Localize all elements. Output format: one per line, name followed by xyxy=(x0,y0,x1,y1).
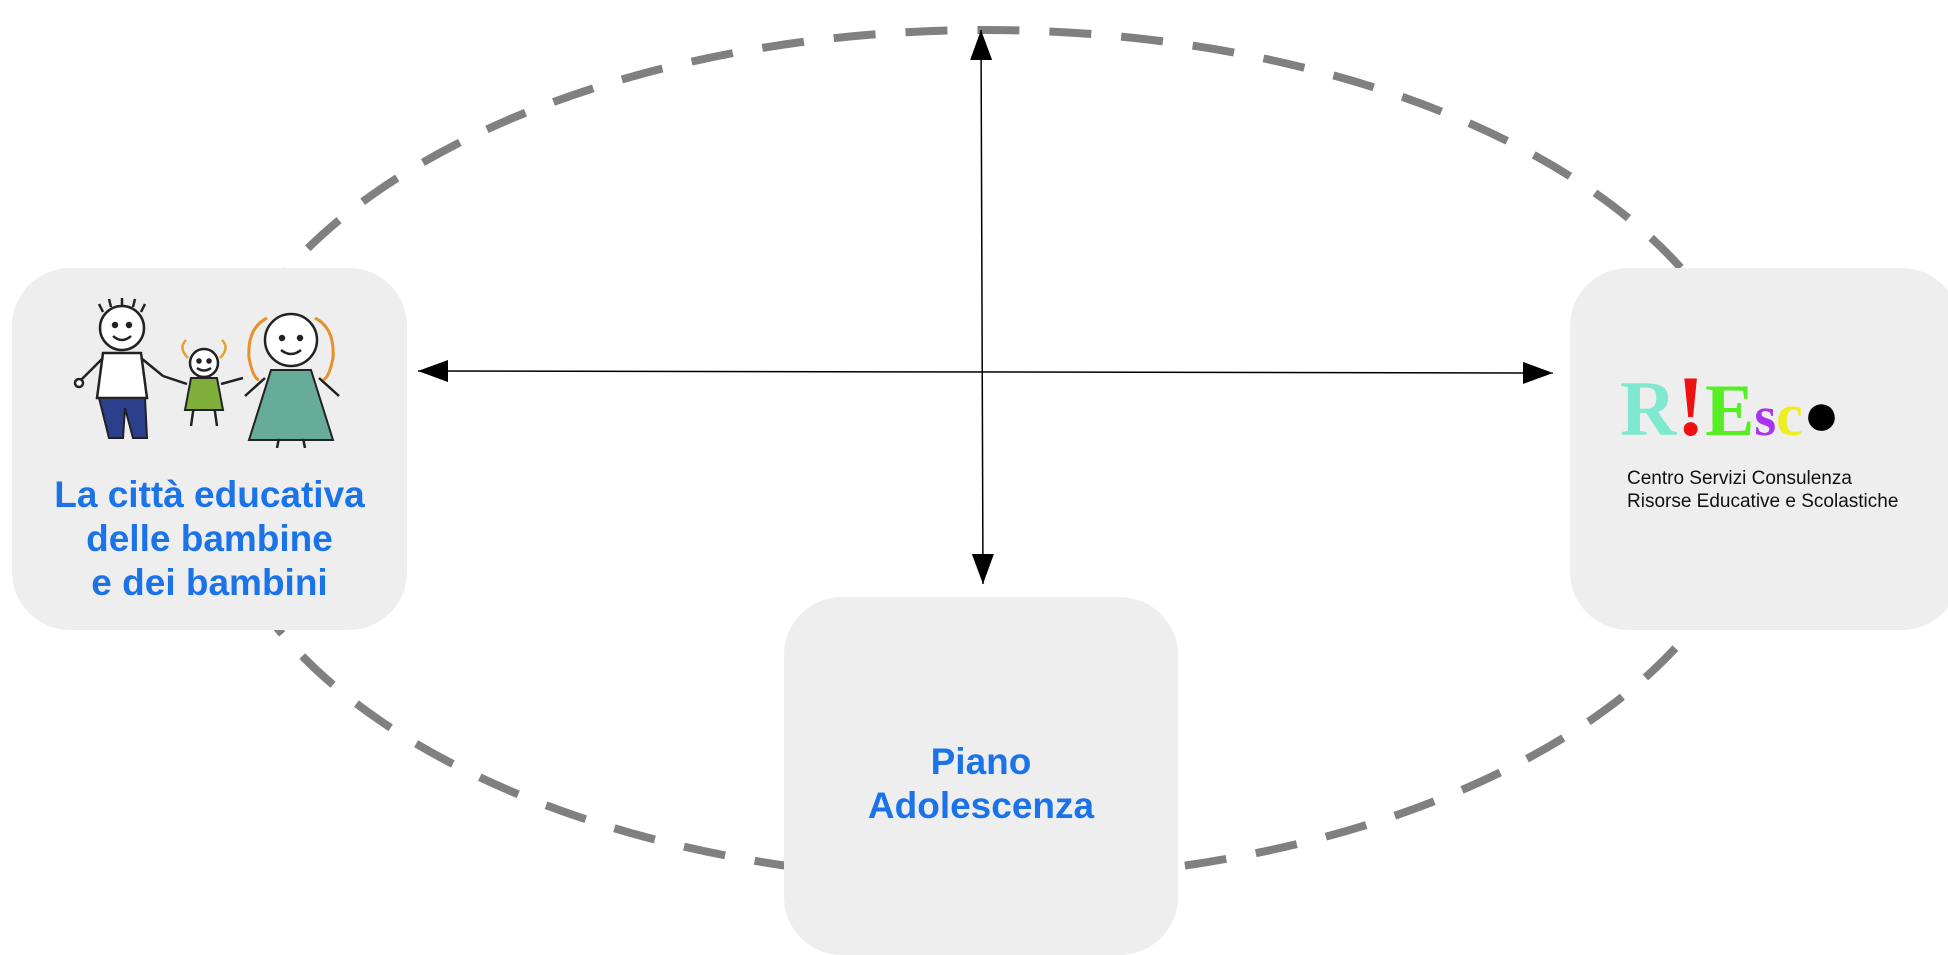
title-line: La città educativa xyxy=(54,474,365,515)
caption-line: Centro Servizi Consulenza xyxy=(1627,468,1852,489)
riesco-caption: Centro Servizi Consulenza Risorse Educat… xyxy=(1627,467,1898,513)
node-piano-adolescenza: Piano Adolescenza xyxy=(784,597,1178,955)
logo-letter: s xyxy=(1754,386,1776,448)
node-citta-title: La città educativa delle bambine e dei b… xyxy=(12,473,407,605)
logo-letter: ● xyxy=(1803,381,1840,449)
caption-line: Risorse Educative e Scolastiche xyxy=(1627,491,1899,512)
horizontal-double-arrow xyxy=(417,360,1554,384)
logo-letter: R xyxy=(1620,365,1678,452)
family-drawing-icon xyxy=(73,298,340,448)
node-piano-title: Piano Adolescenza xyxy=(784,740,1178,828)
title-line: Piano xyxy=(930,741,1032,782)
logo-letter: ! xyxy=(1676,358,1705,453)
vertical-double-arrow xyxy=(970,29,994,585)
node-riesco: R!Esc● Centro Servizi Consulenza Risorse… xyxy=(1570,268,1948,630)
node-citta-educativa: La città educativa delle bambine e dei b… xyxy=(12,268,407,630)
title-line: Adolescenza xyxy=(867,785,1095,826)
logo-letter: E xyxy=(1705,370,1754,452)
title-line: delle bambine xyxy=(86,518,333,559)
title-line: e dei bambini xyxy=(91,562,328,603)
riesco-logo-icon: R!Esc● xyxy=(1620,358,1840,453)
svg-text:R!Esc●: R!Esc● xyxy=(1620,358,1840,453)
logo-letter: c xyxy=(1776,382,1803,448)
